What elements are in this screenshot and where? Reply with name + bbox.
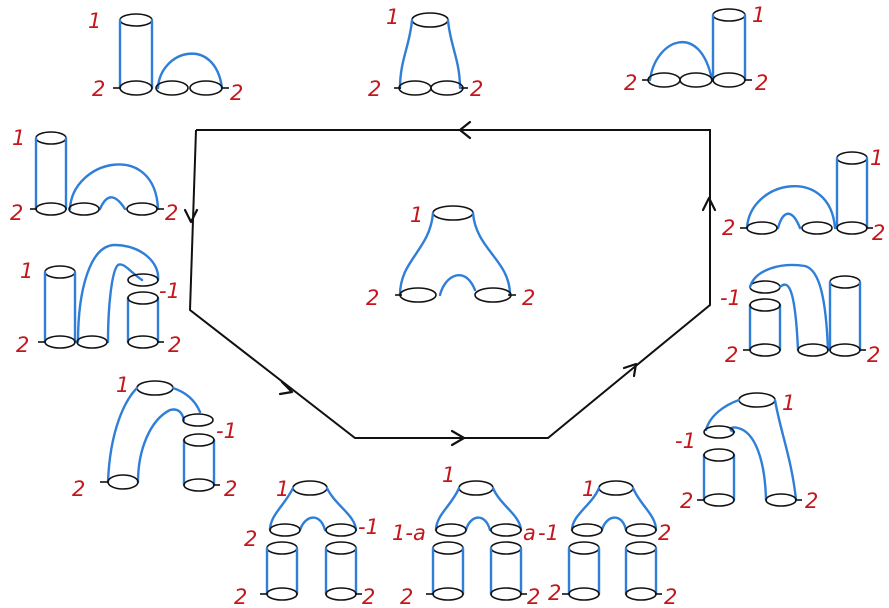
figure-bottom-right: 1 -1 2 2 2 [538, 477, 677, 608]
label-two: 2 [805, 489, 818, 513]
label-one: 1 [12, 126, 25, 150]
label-two: 2 [725, 343, 738, 367]
label-one: 1 [386, 5, 399, 29]
figure-left-3: 1 -1 2 2 [16, 243, 181, 357]
label-two: 2 [168, 333, 181, 357]
figure-top-center: 1 2 2 [368, 5, 483, 101]
label-two: 2 [548, 581, 561, 605]
label-one: 1 [582, 477, 595, 501]
label-one: 1 [410, 203, 423, 227]
label-two: 2 [680, 489, 693, 513]
label-one: 1 [782, 391, 795, 415]
label-two: 2 [867, 343, 880, 367]
label-two: 2 [366, 286, 379, 310]
label-minus-one: -1 [159, 279, 180, 303]
label-minus-one: -1 [216, 419, 237, 443]
label-one: 1 [116, 373, 129, 397]
label-two: 2 [224, 477, 237, 501]
label-one: 1 [442, 463, 455, 487]
label-two: 2 [664, 585, 677, 608]
label-minus-one: -1 [720, 286, 741, 310]
label-minus-one: -1 [538, 521, 559, 545]
label-two: 2 [92, 77, 105, 101]
figure-left-4: 1 -1 2 2 [72, 373, 237, 501]
label-two: 2 [872, 221, 885, 245]
arrow-left [183, 208, 199, 224]
arrow-lower-right [622, 362, 638, 378]
arrow-right [701, 196, 717, 212]
label-two: 2 [522, 286, 535, 310]
figure-top-left: 1 2 2 [88, 9, 243, 105]
figure-right-2: 1 2 2 [722, 146, 885, 245]
arrow-top [458, 120, 472, 140]
label-two: 2 [527, 585, 540, 608]
arrow-bottom [450, 429, 466, 447]
label-two: 2 [72, 477, 85, 501]
label-one: 1 [752, 3, 765, 27]
label-one: 1 [870, 146, 883, 170]
label-two: 2 [234, 585, 247, 608]
label-one: 1 [20, 259, 33, 283]
figure-top-right: 1 2 2 [624, 3, 768, 95]
label-a: a [523, 521, 536, 545]
label-one: 1 [88, 9, 101, 33]
figure-right-3: -1 2 2 [720, 263, 880, 367]
label-two: 2 [470, 77, 483, 101]
label-two: 2 [230, 81, 243, 105]
figure-center: 1 2 2 [366, 203, 535, 310]
label-two: 2 [362, 585, 375, 608]
label-two: 2 [722, 216, 735, 240]
label-two: 2 [244, 527, 257, 551]
label-two: 2 [400, 585, 413, 608]
cycle-path [183, 120, 717, 447]
label-two: 2 [755, 71, 768, 95]
label-two: 2 [368, 77, 381, 101]
label-one: 1 [276, 477, 289, 501]
label-two: 2 [10, 201, 23, 225]
label-two: 2 [658, 521, 671, 545]
label-two: 2 [624, 71, 637, 95]
figure-bottom-left: 1 -1 2 2 2 [234, 477, 379, 608]
arrow-lower-left [278, 380, 294, 396]
label-one-minus-a: 1-a [392, 521, 426, 545]
label-minus-one: -1 [675, 429, 696, 453]
figure-bottom-center: 1 1-a a 2 2 [392, 463, 540, 608]
figure-left-2: 1 2 2 [10, 126, 178, 225]
figure-right-4: 1 -1 2 2 [675, 391, 818, 513]
label-two: 2 [165, 201, 178, 225]
label-two: 2 [16, 333, 29, 357]
label-minus-one: -1 [358, 515, 379, 539]
